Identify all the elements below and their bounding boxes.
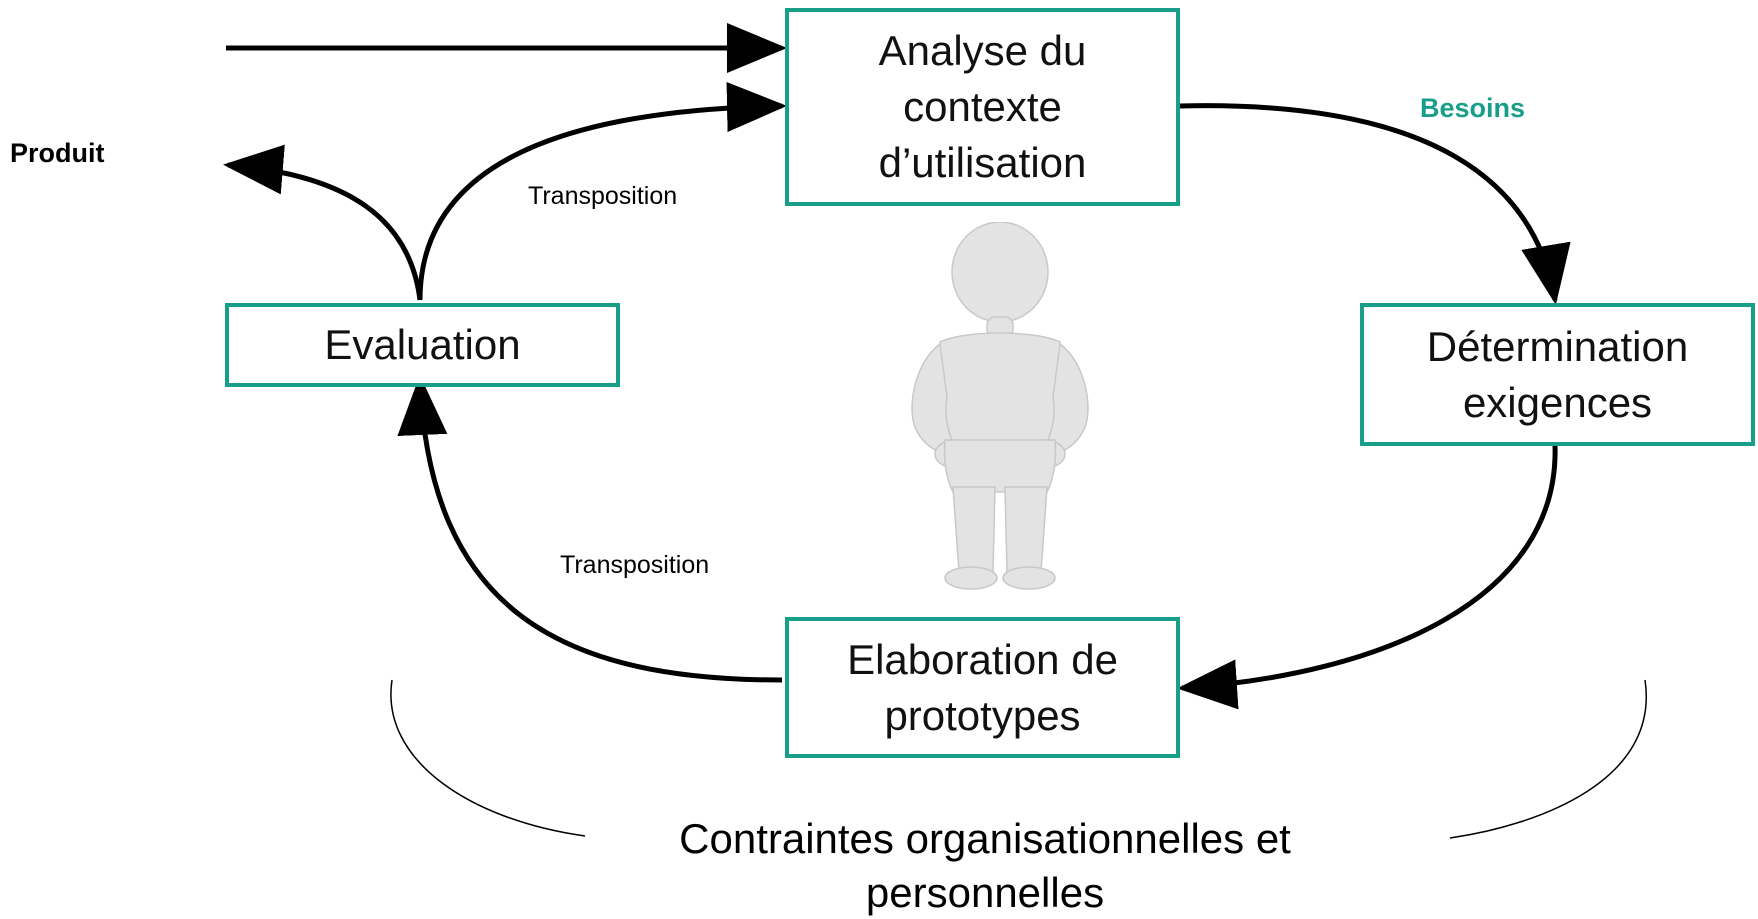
besoins-label: Besoins: [1420, 93, 1526, 123]
analyse-contexte-box: Analyse du contexte d’utilisation: [785, 8, 1180, 206]
constraint-arc-right: [1449, 679, 1648, 839]
transposition-top-label: Transposition: [528, 182, 678, 210]
besoins-arrow: [1179, 103, 1571, 305]
elaboration-to-evaluation-arrow: [397, 375, 783, 683]
evaluation-label: Evaluation: [324, 321, 521, 368]
analyse-contexte-label: Analyse du contexte d’utilisation: [878, 27, 1087, 186]
constraint-arc-left: [390, 679, 586, 837]
elaboration-prototypes-box: Elaboration de prototypes: [785, 617, 1180, 758]
evaluation-box: Evaluation: [225, 303, 620, 387]
determination-to-elaboration-arrow: [1177, 444, 1558, 710]
transposition-bottom-label: Transposition: [560, 551, 710, 579]
contraintes-label: Contraintes organisationnelles et person…: [679, 815, 1291, 916]
person-figure-icon: [911, 222, 1089, 590]
evaluation-to-analyse-arrow: [417, 82, 787, 301]
produit-label: Produit: [10, 138, 105, 168]
determination-exigences-label: Détermination exigences: [1426, 322, 1689, 426]
elaboration-prototypes-label: Elaboration de prototypes: [847, 635, 1118, 739]
evaluation-to-produit-arrow: [223, 144, 423, 301]
determination-exigences-box: Détermination exigences: [1360, 303, 1755, 446]
